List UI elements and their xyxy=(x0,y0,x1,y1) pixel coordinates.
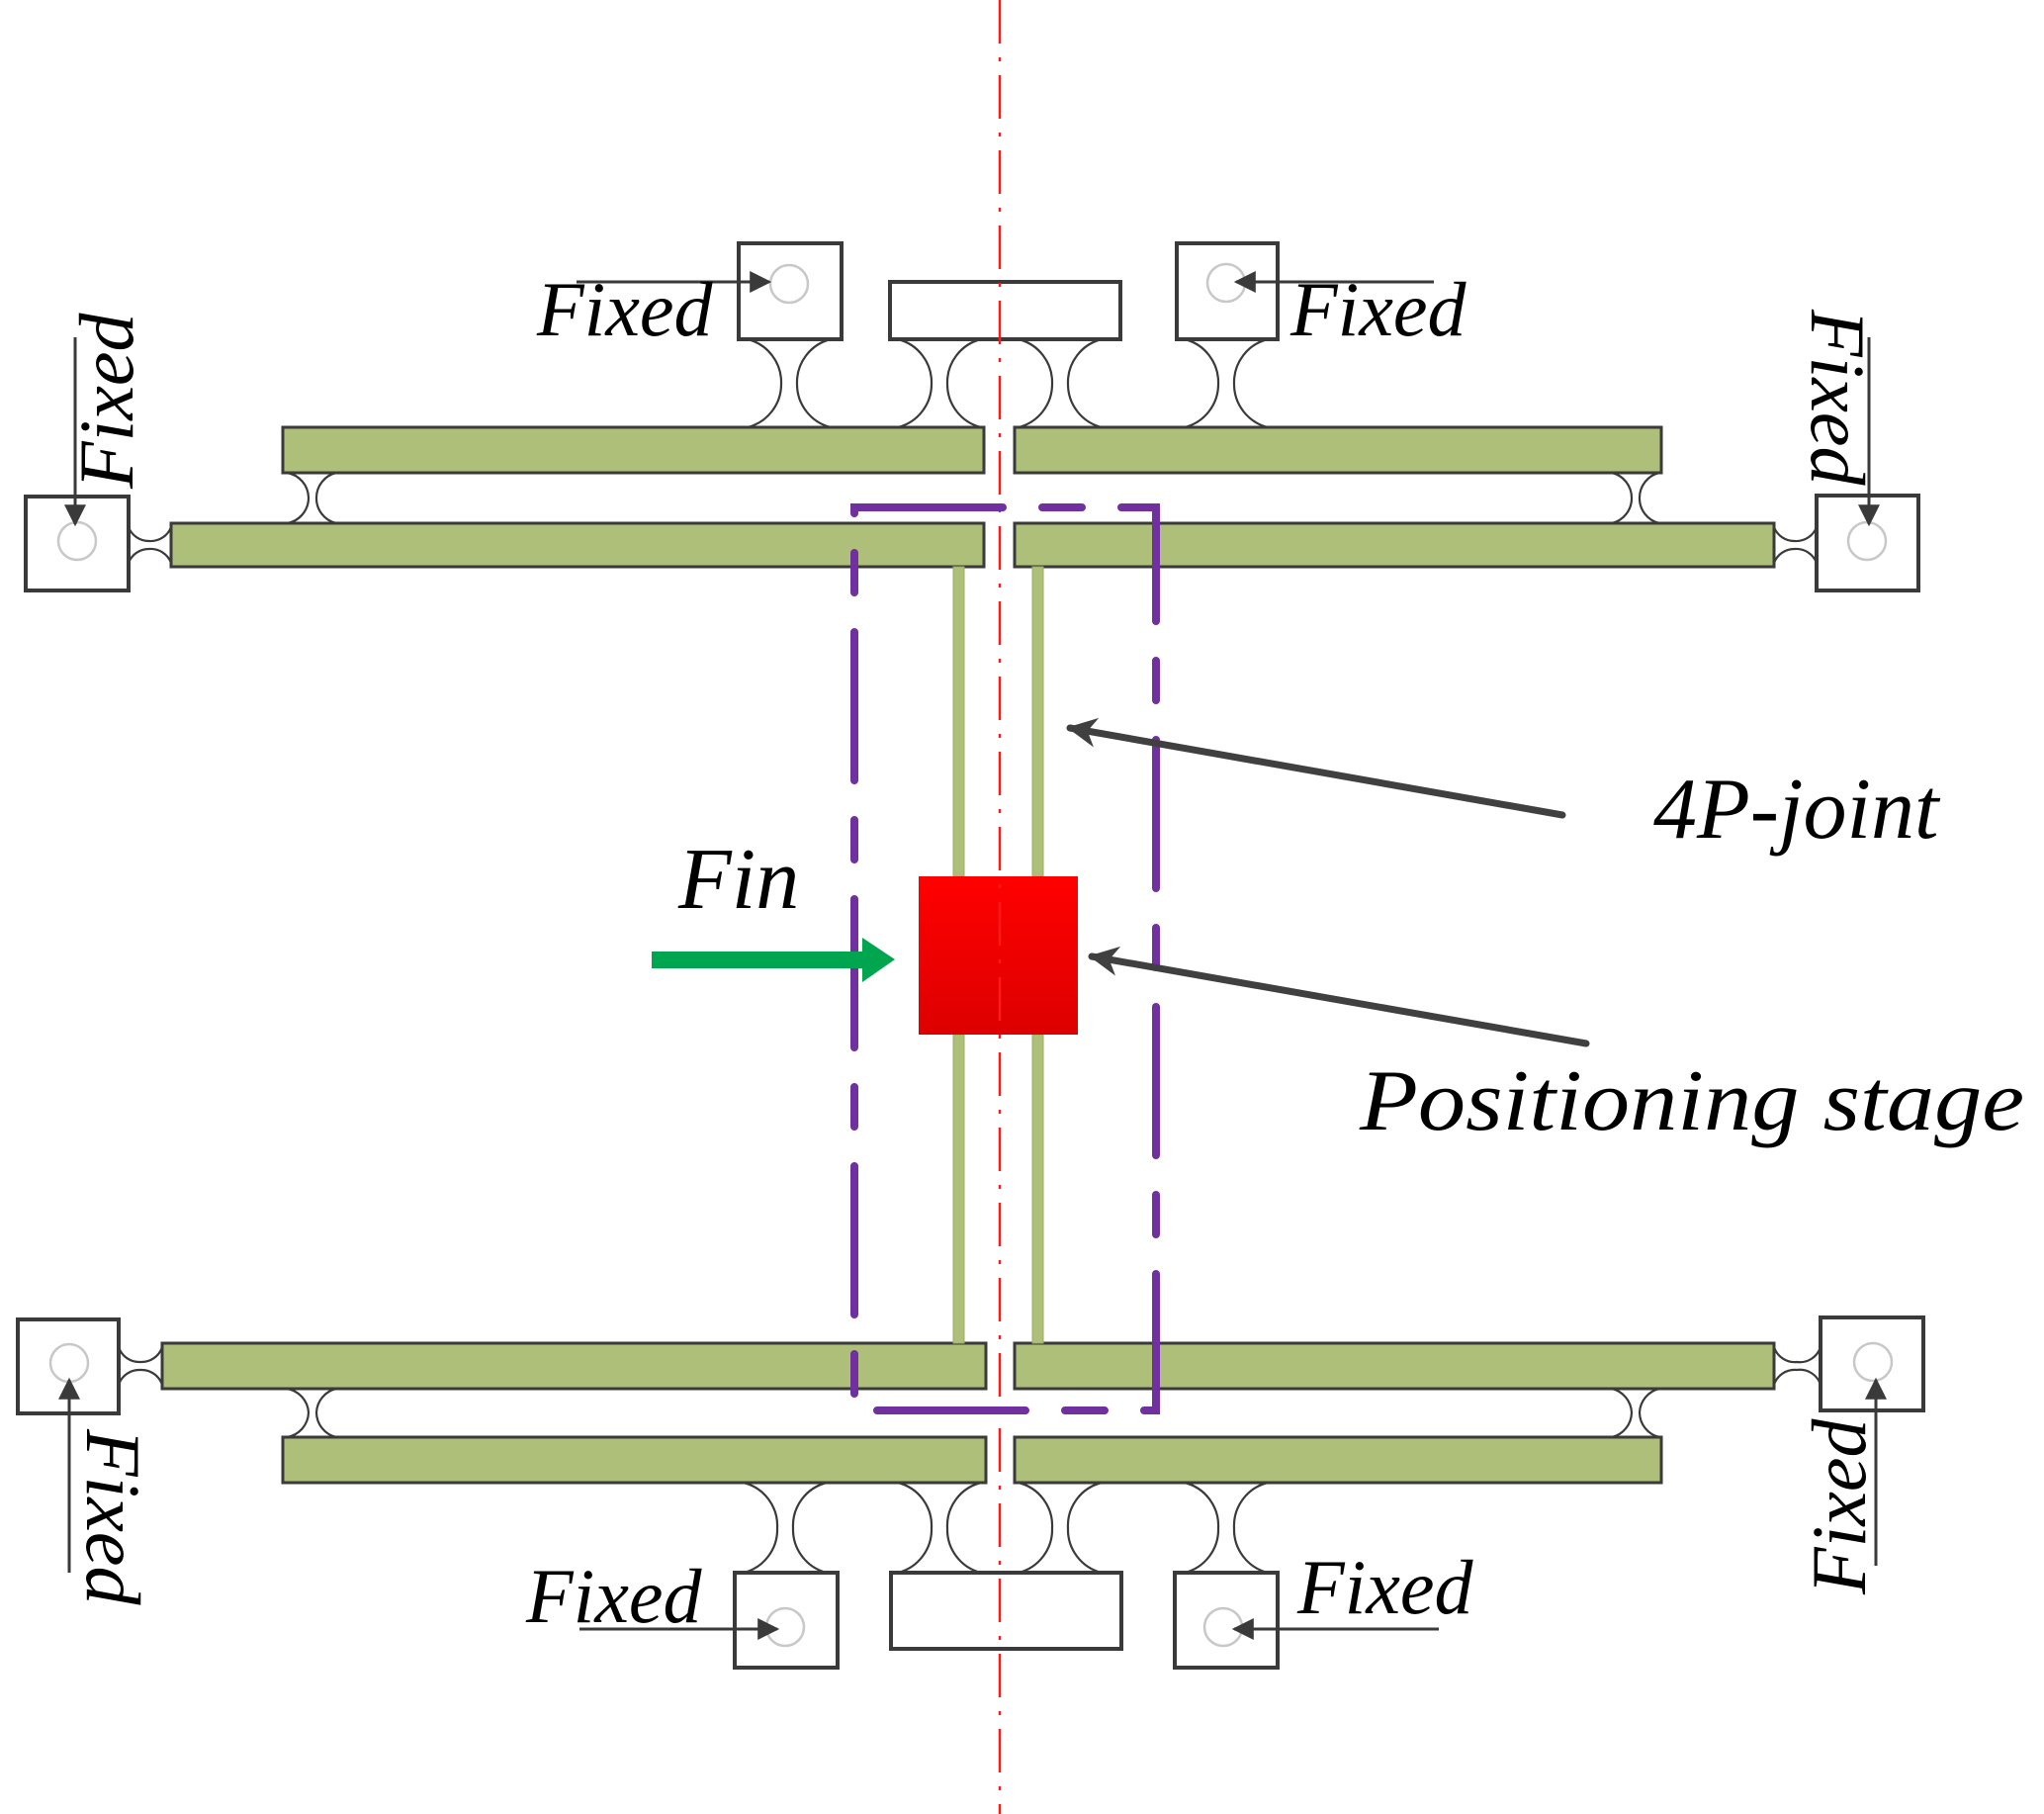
hinge xyxy=(897,337,982,429)
bottom-fixed-boxes xyxy=(16,1315,1925,1670)
fixed-label-bottom-left-outer: Fixed xyxy=(70,1428,156,1606)
fixed-label-top-left-outer: Fixed xyxy=(63,312,149,490)
bottom-hinges xyxy=(117,1346,1822,1575)
hinge xyxy=(117,1346,164,1386)
fixed-label-top-right-outer: Fixed xyxy=(1795,309,1881,487)
fixed-support-box xyxy=(1173,1571,1280,1670)
hinge xyxy=(1184,337,1269,429)
hinge xyxy=(286,471,337,525)
fixed-support-box xyxy=(1175,241,1280,341)
joint-label: 4P-joint xyxy=(1653,762,1941,858)
hinge xyxy=(1772,526,1819,564)
fixed-support-box xyxy=(1819,1315,1925,1412)
fixed-arrows xyxy=(58,271,1887,1640)
flexure-beam xyxy=(952,1034,965,1344)
hinge xyxy=(286,1387,337,1439)
rigid-beam xyxy=(1013,521,1776,569)
input-force-arrow xyxy=(652,938,895,982)
top-beams xyxy=(169,425,1776,569)
fixed-label-top-left-inner: Fixed xyxy=(536,266,714,352)
force-arrow-shaft xyxy=(652,952,864,968)
hinge xyxy=(1018,1481,1103,1575)
positioning-stage xyxy=(919,876,1078,1035)
input-force-label: Fin xyxy=(677,832,799,928)
flexure-beam xyxy=(1031,1034,1044,1344)
hinge xyxy=(1611,1387,1660,1439)
fixed-label-bottom-right-inner: Fixed xyxy=(1296,1544,1474,1630)
rigid-beam xyxy=(281,425,986,475)
hinge xyxy=(1018,337,1103,429)
rigid-beam xyxy=(1013,425,1663,475)
hinge xyxy=(1184,1481,1269,1575)
stage-label: Positioning stage xyxy=(1359,1053,2024,1149)
rigid-beam xyxy=(281,1435,988,1485)
coupler-block xyxy=(889,1571,1123,1651)
rigid-beam xyxy=(160,1341,988,1391)
fixed-label-bottom-left-inner: Fixed xyxy=(525,1553,703,1639)
hinge xyxy=(127,526,173,564)
flexure-beam xyxy=(952,566,965,877)
coupler-block xyxy=(888,280,1122,341)
fixed-support-box xyxy=(733,1571,840,1670)
stage-leader-arrow xyxy=(1088,946,1590,1047)
flexure-beam xyxy=(1031,566,1044,877)
rigid-beam xyxy=(1013,1435,1663,1485)
bottom-beams xyxy=(160,1341,1776,1485)
rigid-beam xyxy=(1013,1341,1776,1391)
fixed-support-box xyxy=(24,495,131,592)
4p-joint-flexures xyxy=(952,566,1044,1344)
joint-leader-arrow xyxy=(1066,717,1566,819)
rigid-beam xyxy=(169,521,986,569)
hinge xyxy=(1772,1346,1822,1386)
hinge xyxy=(743,1481,828,1575)
hinge xyxy=(1611,471,1660,525)
fixed-label-top-right-inner: Fixed xyxy=(1289,266,1467,352)
fixed-label-bottom-right-outer: Fixed xyxy=(1796,1417,1882,1595)
fixed-support-box xyxy=(737,241,844,341)
force-arrow-head xyxy=(862,938,895,982)
hinge xyxy=(897,1481,982,1575)
hinge xyxy=(747,337,832,429)
